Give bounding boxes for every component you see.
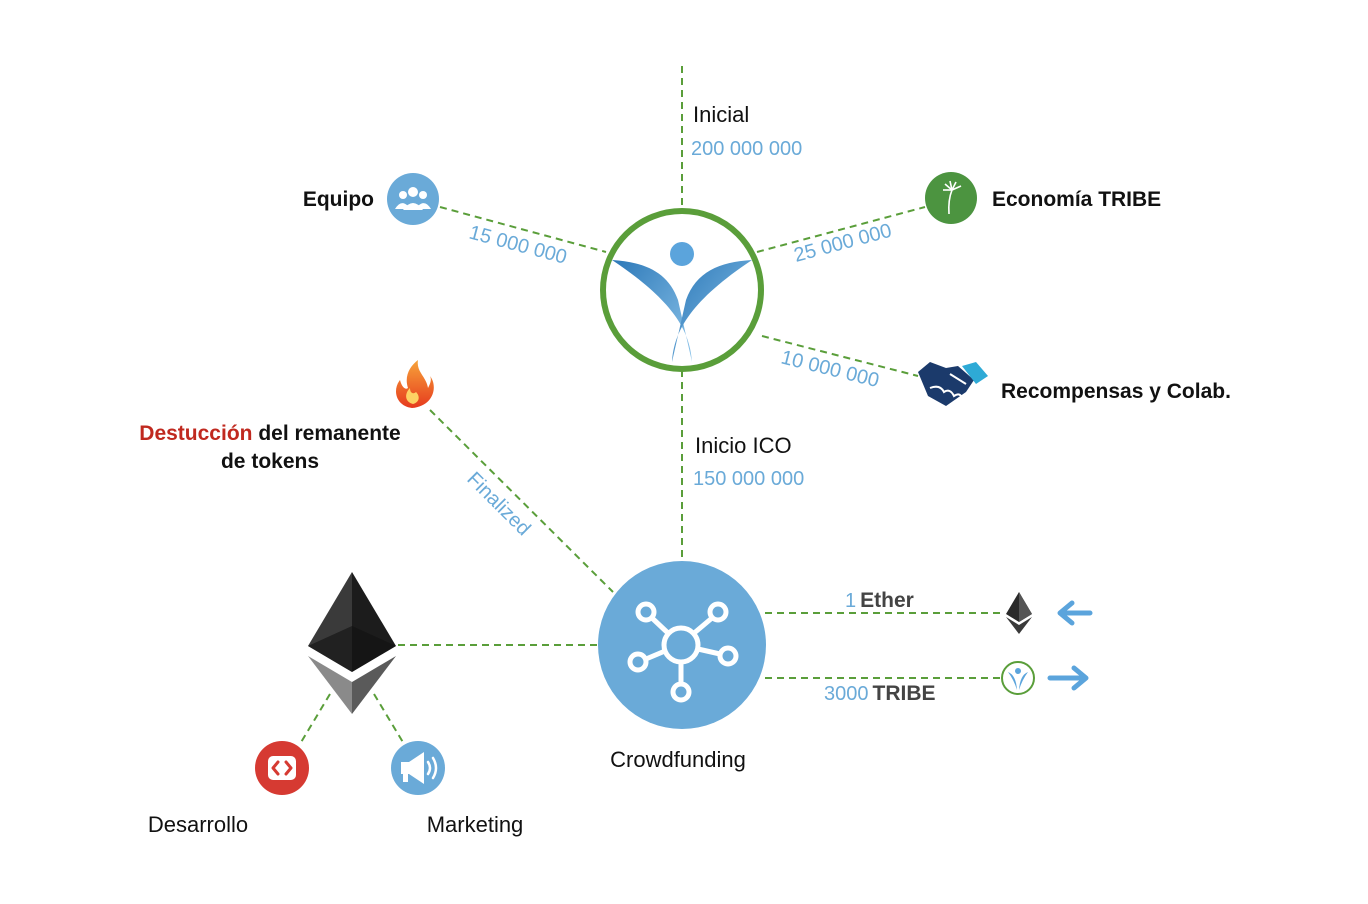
economia-node bbox=[925, 172, 977, 224]
tribe-unit: TRIBE bbox=[873, 682, 936, 705]
destruction-label-red: Destucción bbox=[139, 422, 252, 445]
initial-label: Inicial bbox=[693, 102, 749, 127]
economia-label: Economía TRIBE bbox=[992, 188, 1161, 211]
crowdfunding-label: Crowdfunding bbox=[610, 747, 746, 772]
equipo-node bbox=[387, 173, 439, 225]
desarrollo-label: Desarrollo bbox=[148, 812, 248, 837]
recompensas-label: Recompensas y Colab. bbox=[1001, 380, 1231, 403]
ether-small-icon bbox=[1006, 592, 1032, 634]
ether-unit: Ether bbox=[860, 589, 914, 612]
line-desarrollo bbox=[299, 693, 331, 745]
code-brackets-icon bbox=[268, 756, 296, 780]
ether-amount: 1 bbox=[845, 590, 856, 612]
network-hub-icon bbox=[627, 601, 739, 703]
initial-value: 200 000 000 bbox=[691, 138, 802, 160]
line-marketing bbox=[373, 693, 405, 745]
destruction-label-rest: del remanente bbox=[252, 422, 400, 445]
marketing-node bbox=[391, 741, 445, 795]
tribe-small-icon bbox=[1001, 661, 1035, 695]
ico-label: Inicio ICO bbox=[695, 433, 792, 458]
tribe-amount: 3000 bbox=[824, 683, 869, 705]
line-equipo bbox=[439, 206, 607, 253]
tribe-person-icon bbox=[612, 242, 752, 362]
marketing-label: Marketing bbox=[427, 812, 524, 837]
line-economia bbox=[756, 206, 926, 253]
connector-lines bbox=[299, 66, 1003, 745]
destruction-label-line2: de tokens bbox=[221, 450, 319, 473]
handshake-icon bbox=[918, 362, 988, 406]
team-icon bbox=[395, 187, 431, 210]
equipo-label: Equipo bbox=[303, 188, 374, 211]
ethereum-logo-icon bbox=[308, 572, 396, 714]
destruction-label-line1: Destucción del remanente bbox=[139, 422, 400, 445]
line-destruction bbox=[429, 409, 614, 593]
dandelion-icon bbox=[943, 180, 962, 215]
desarrollo-node bbox=[255, 741, 309, 795]
tribe-center-node bbox=[600, 208, 764, 372]
ico-value: 150 000 000 bbox=[693, 468, 804, 490]
fire-icon bbox=[396, 360, 434, 408]
equipo-value: 15 000 000 bbox=[467, 222, 569, 269]
incoming-arrow-icon bbox=[1057, 600, 1093, 626]
recompensas-value: 10 000 000 bbox=[779, 347, 881, 393]
crowdfunding-node bbox=[598, 561, 766, 729]
line-recompensas bbox=[761, 335, 919, 377]
economia-value: 25 000 000 bbox=[792, 220, 894, 267]
outgoing-arrow-icon bbox=[1047, 665, 1089, 691]
megaphone-icon bbox=[401, 752, 438, 784]
